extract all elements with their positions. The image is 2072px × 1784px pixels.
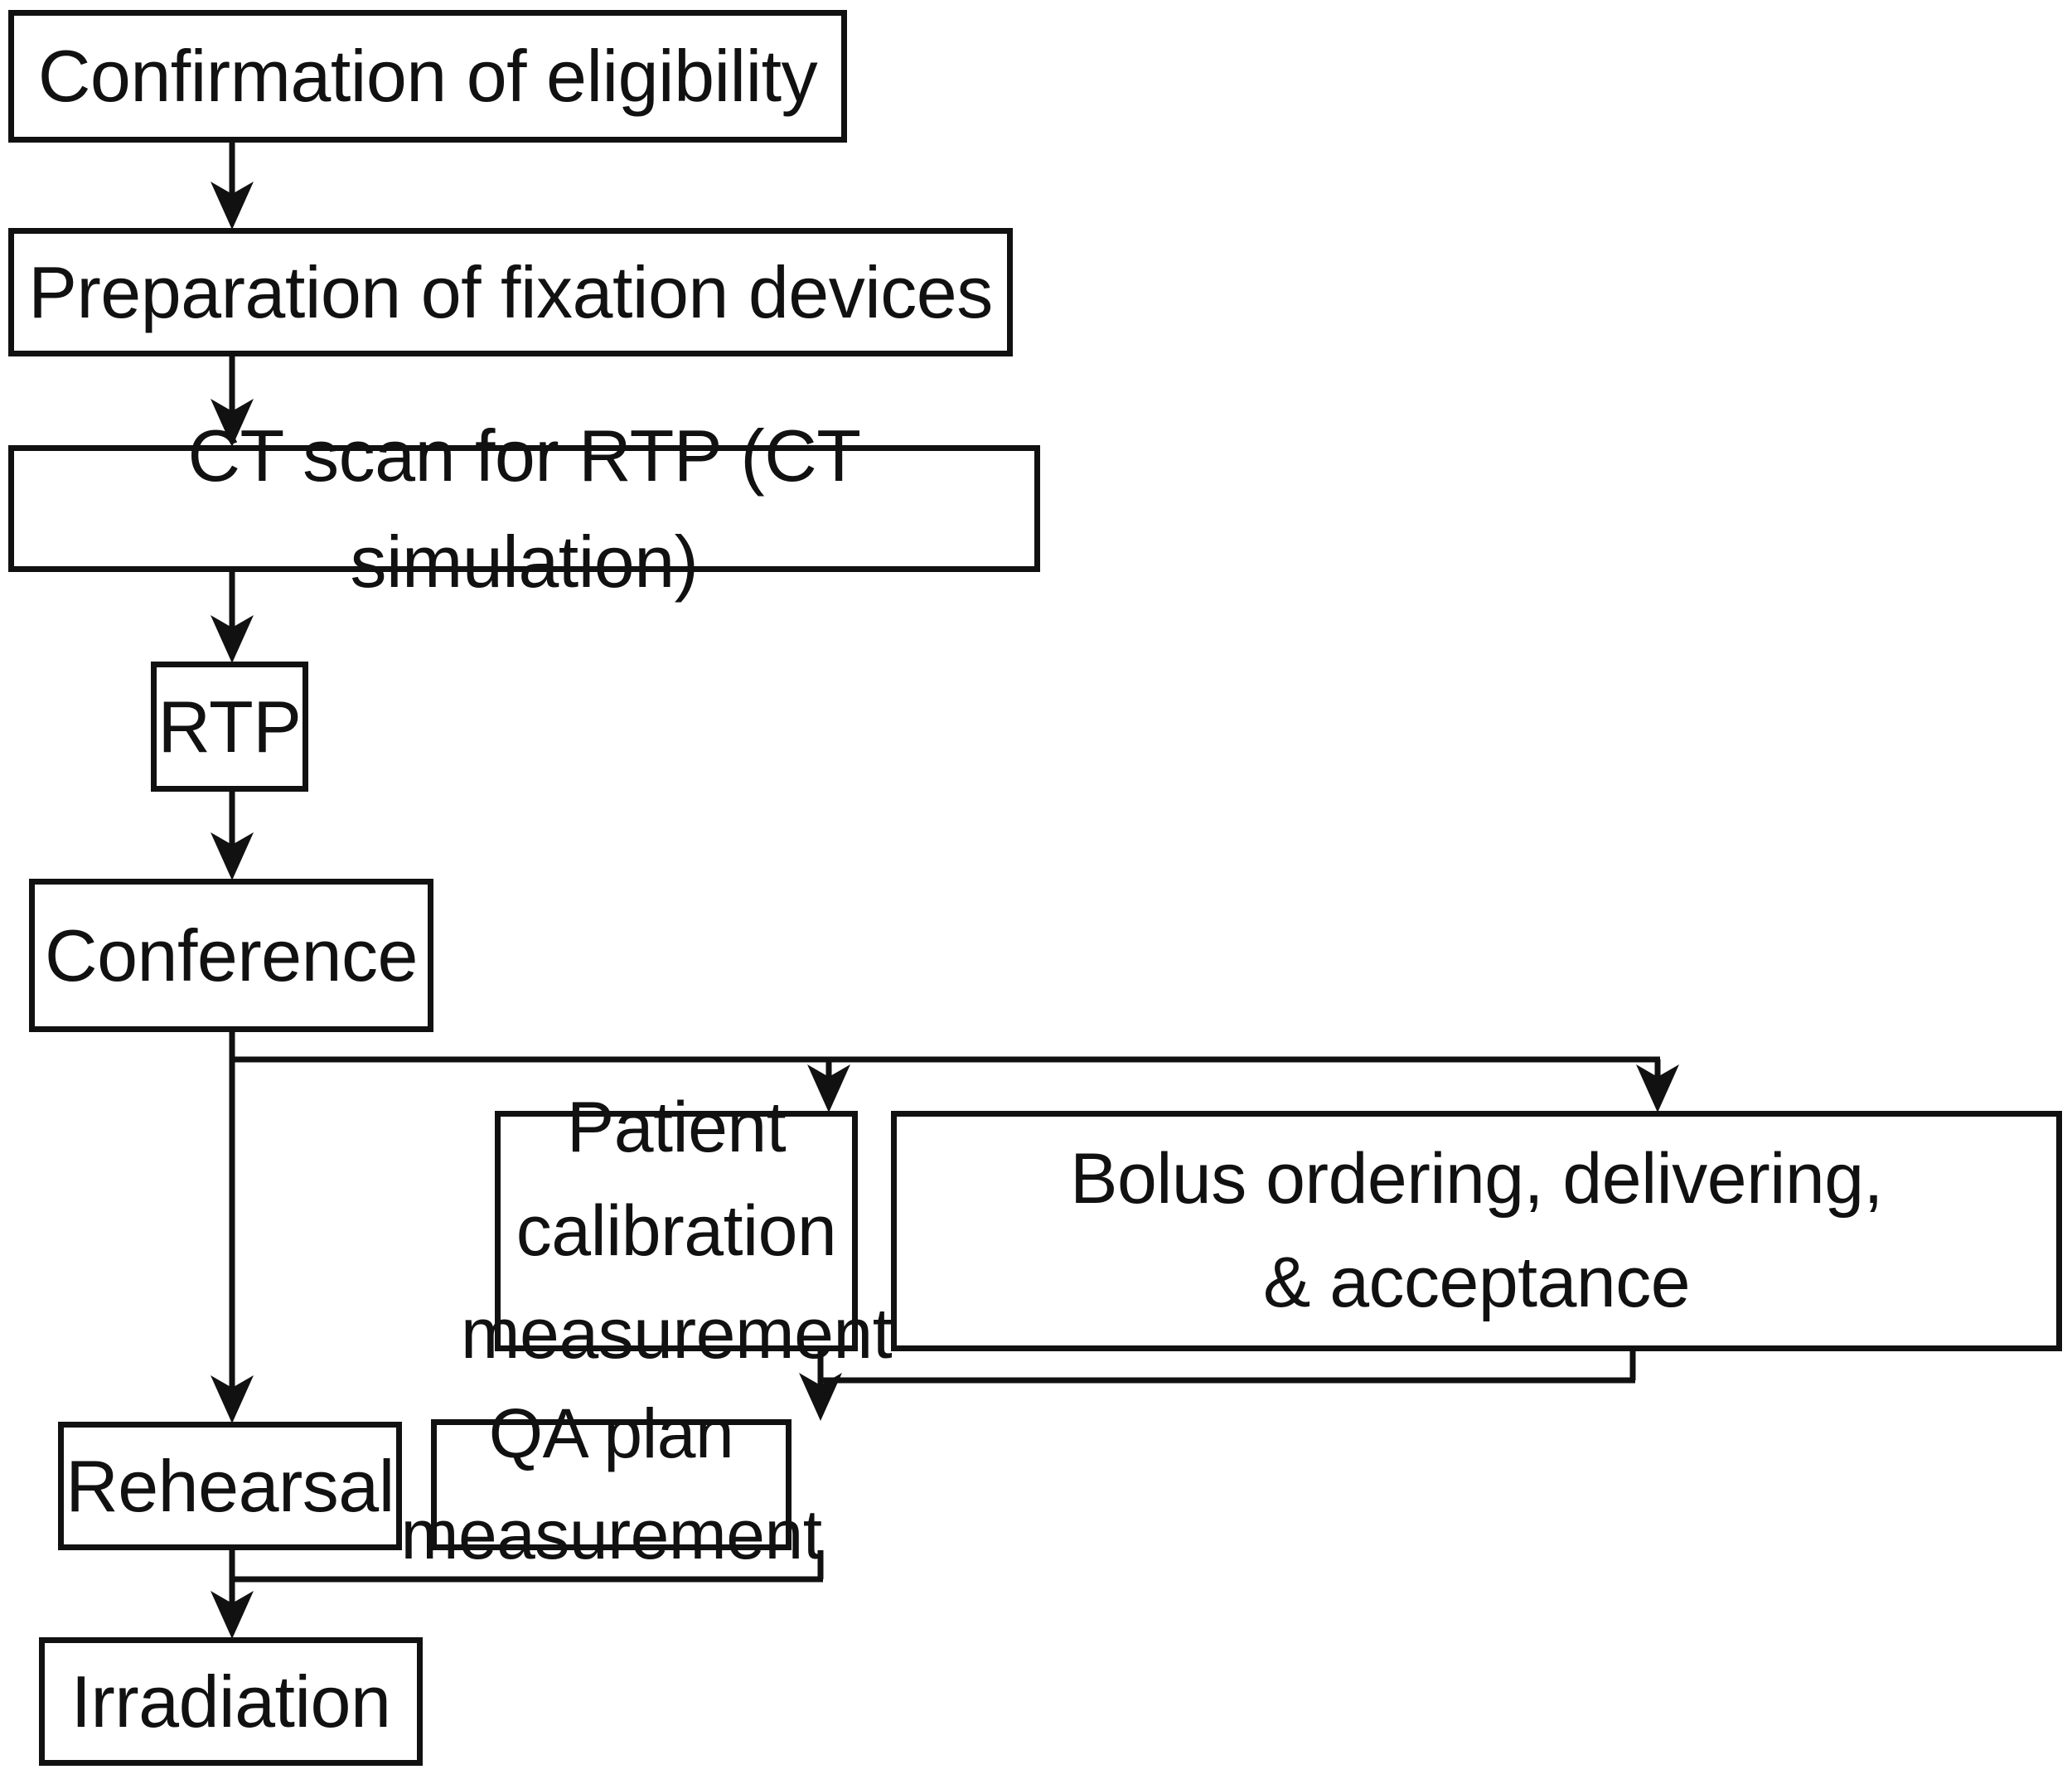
edge-confirmation-to-preparation — [211, 143, 254, 230]
edge-preparation-to-ct-scan — [211, 356, 254, 447]
edge-conference-to-rehearsal — [211, 1059, 254, 1423]
edge-rehearsal-qa-merge-to-irradiation — [211, 1550, 824, 1639]
node-box-conference[interactable] — [29, 879, 433, 1032]
edge-ct-scan-to-rtp — [211, 572, 254, 663]
node-box-rtp[interactable] — [151, 662, 308, 792]
edge-calibration-bolus-merge-to-qa-plan — [799, 1351, 1636, 1421]
edge-bus-to-patient-calibration — [807, 1059, 850, 1113]
node-box-qa-plan[interactable] — [431, 1419, 792, 1550]
edge-conference-branch-bus — [229, 1032, 1660, 1063]
edge-rtp-to-conference — [211, 792, 254, 880]
node-box-rehearsal[interactable] — [58, 1422, 402, 1550]
node-box-bolus[interactable] — [891, 1111, 2062, 1351]
node-box-ct-scan[interactable] — [8, 445, 1040, 572]
edge-bus-to-bolus — [1636, 1059, 1679, 1113]
node-box-irradiation[interactable] — [39, 1637, 423, 1766]
node-box-preparation[interactable] — [8, 228, 1013, 356]
node-box-patient-calibration[interactable] — [495, 1111, 858, 1351]
node-box-confirmation[interactable] — [8, 10, 847, 143]
